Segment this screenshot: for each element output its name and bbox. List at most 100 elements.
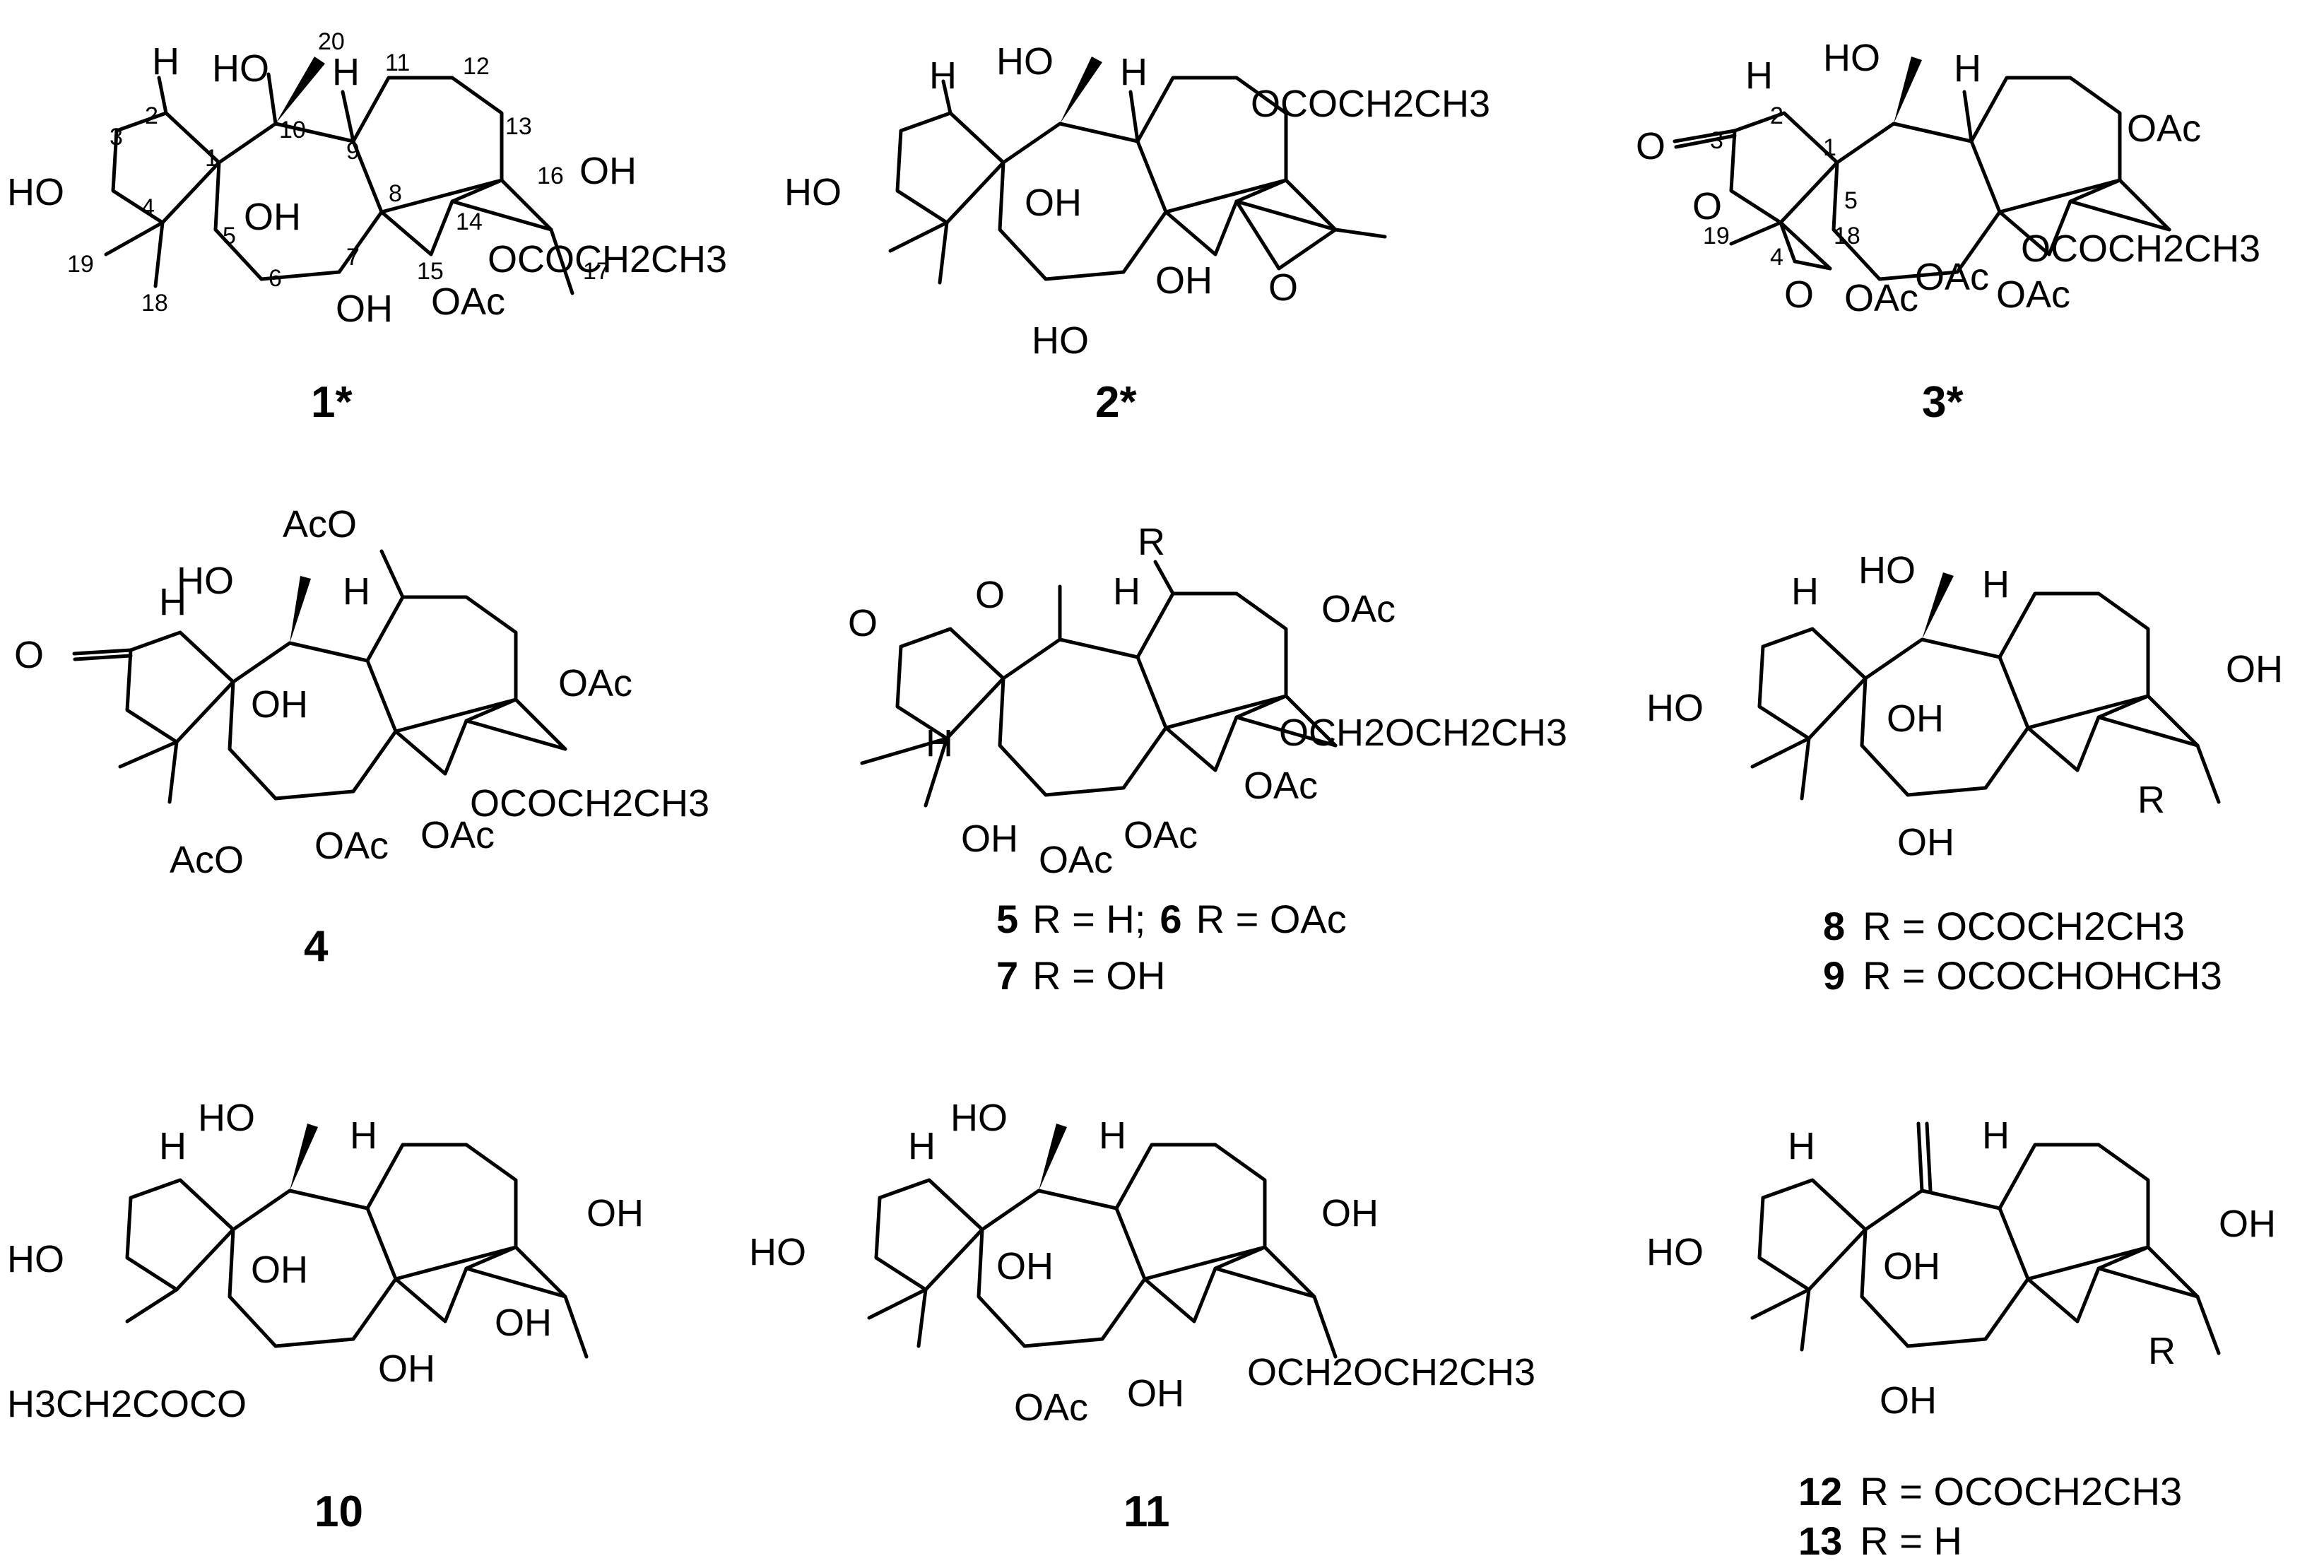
svg-text:8: 8 <box>389 180 402 207</box>
svg-text:20: 20 <box>318 28 345 55</box>
ho10-label: HO <box>212 47 269 90</box>
svg-text:4: 4 <box>1770 244 1783 271</box>
carbonyl-o-label: O <box>848 602 878 644</box>
oh16-label: OH <box>579 150 637 192</box>
h1-label: H <box>152 40 179 83</box>
caption-2: 2* <box>1095 378 1137 427</box>
ho3-label: HO <box>1646 687 1704 729</box>
caption-4: 4 <box>304 922 329 971</box>
oac15-label: OAc <box>1244 765 1318 807</box>
svg-text:4: 4 <box>141 194 155 221</box>
oh6-label: OH <box>1897 821 1954 863</box>
lactone-o-label: O <box>1692 185 1722 228</box>
svg-text:8R = OCOCH2CH3: 8R = OCOCH2CH3 <box>1823 904 2185 948</box>
svg-text:5: 5 <box>223 223 236 249</box>
oh5-label: OH <box>996 1245 1054 1287</box>
svg-text:19: 19 <box>67 251 94 278</box>
oac15-label: OAc <box>431 281 505 323</box>
ho3-label: HO <box>749 1231 806 1273</box>
h1-label: H <box>926 722 953 765</box>
oh16-label: OH <box>2226 648 2283 690</box>
ho10-label: HO <box>198 1097 255 1139</box>
svg-text:2: 2 <box>1770 102 1783 129</box>
ho10-label: HO <box>177 560 234 602</box>
svg-text:7: 7 <box>346 244 360 271</box>
ho10-label: HO <box>1823 37 1880 79</box>
ho3-label: HO <box>1646 1231 1704 1273</box>
epoxide-o-label: O <box>1268 266 1298 309</box>
oh5-label: OH <box>251 1249 308 1291</box>
oac6-label: OAc <box>1014 1386 1088 1429</box>
oh6-label: OH <box>1880 1379 1937 1422</box>
svg-text:6: 6 <box>269 265 282 292</box>
ester14-label: OCOCH2CH3 <box>488 238 727 281</box>
oac16-label: OAc <box>558 662 632 705</box>
svg-text:12: 12 <box>463 53 490 80</box>
oac6-label: OAc <box>1039 839 1113 881</box>
h1-label: H <box>159 1125 187 1167</box>
svg-text:1: 1 <box>205 145 218 172</box>
ester6-label: H3CH2COCO <box>7 1383 247 1425</box>
h1-label: H <box>1745 54 1773 97</box>
compound-11: HO H H HO OH OH OCH2OCH2CH3 OAc OH 11 <box>749 1097 1535 1536</box>
svg-text:3: 3 <box>110 124 123 151</box>
svg-text:10: 10 <box>279 117 306 143</box>
h1-label: H <box>159 581 187 623</box>
r-label: R <box>2137 779 2165 821</box>
r-label: R <box>1138 521 1165 563</box>
ho10-label: HO <box>1858 549 1916 591</box>
compound-5-7: R O O H H OAc OCH2OCH2CH3 OAc OH OAc OAc… <box>848 521 1567 998</box>
oh5-label: OH <box>1887 697 1944 740</box>
ester-label: OCOCH2CH3 <box>2021 228 2260 270</box>
numbering-3: 2 3 1 5 4 18 19 <box>1703 102 1860 271</box>
h1-label: H <box>908 1125 936 1167</box>
oh7-label: OH <box>1127 1372 1184 1415</box>
svg-text:7R = OH: 7R = OH <box>996 953 1165 998</box>
svg-text:11: 11 <box>385 49 410 76</box>
h9-label: H <box>1120 51 1148 93</box>
compound-3: HO H H O O O OAc OCOCH2CH3 OAc OAc OAc 2… <box>1636 37 2260 427</box>
r-label: R <box>2148 1330 2176 1372</box>
h1-label: H <box>929 54 957 97</box>
h9-label: H <box>1982 1114 2010 1157</box>
ho10-label: HO <box>996 40 1054 83</box>
h9-label: H <box>332 51 360 93</box>
ho3-label: HO <box>7 171 64 213</box>
caption-11: 11 <box>1123 1487 1170 1536</box>
svg-text:13: 13 <box>505 113 532 140</box>
oac7-label: OAc <box>1915 256 1989 298</box>
svg-text:1: 1 <box>1823 134 1836 161</box>
svg-text:14: 14 <box>456 208 483 235</box>
oh16-label: OH <box>586 1192 644 1234</box>
oh5-label: OH <box>961 818 1018 860</box>
ring-o-label: O <box>975 574 1005 616</box>
h9-label: H <box>1954 47 1981 90</box>
oh7-label: OH <box>378 1348 435 1390</box>
ester-label: OCOCH2CH3 <box>470 782 709 825</box>
h9-label: H <box>1113 570 1140 613</box>
svg-text:5: 5 <box>1844 187 1858 214</box>
h1-label: H <box>1791 570 1819 613</box>
oh16-label: OH <box>1321 1192 1379 1234</box>
svg-text:18: 18 <box>1834 223 1860 249</box>
caption-3: 3* <box>1922 378 1964 427</box>
oac15-label: OAc <box>420 814 495 856</box>
oac7-label: OAc <box>314 825 389 867</box>
epoxide-o-label: O <box>1784 273 1814 316</box>
oac7-label: OAc <box>1123 814 1198 856</box>
compound-1: HO H H HO OH OH OH OAc OCOCH2CH3 20 11 1… <box>7 28 727 427</box>
oh16-label: OH <box>2219 1203 2276 1245</box>
ho3-label: HO <box>784 171 842 213</box>
svg-text:9: 9 <box>346 138 360 165</box>
caption-10: 10 <box>314 1487 363 1536</box>
h9-label: H <box>350 1114 377 1157</box>
ketone-o-label: O <box>14 634 44 676</box>
svg-text:18: 18 <box>141 290 168 317</box>
svg-text:13R = H: 13R = H <box>1798 1519 1962 1563</box>
ether-label: OCH2OCH2CH3 <box>1247 1351 1535 1393</box>
ho6-label: HO <box>1032 319 1089 362</box>
